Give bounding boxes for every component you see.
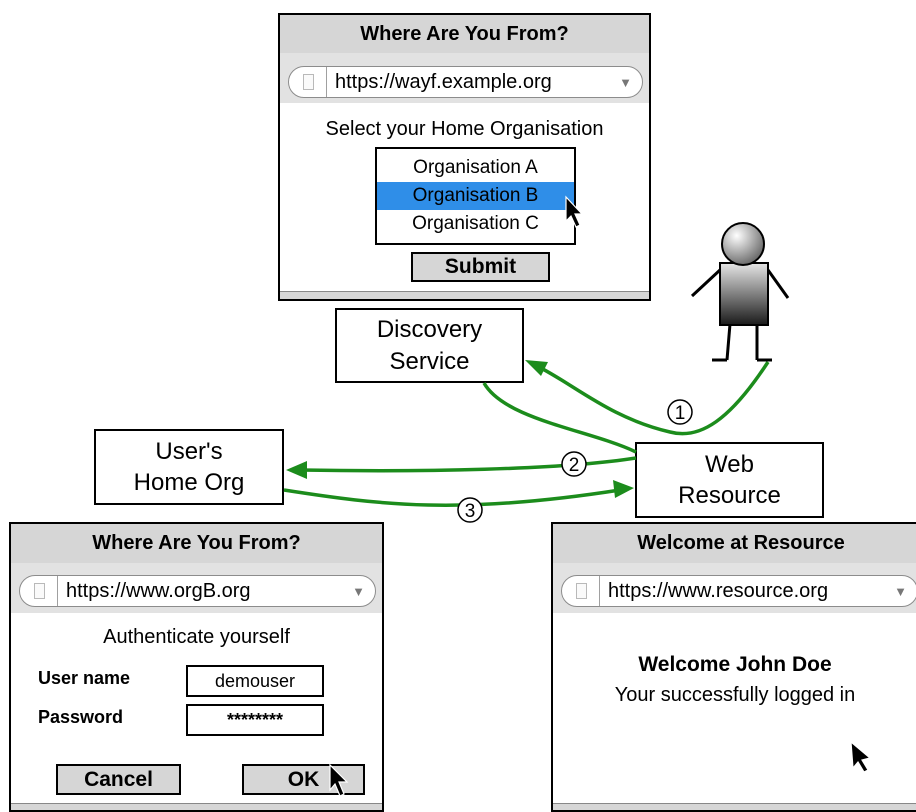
submit-button[interactable]: Submit — [411, 252, 550, 282]
svg-text:1: 1 — [675, 403, 686, 424]
organisation-option[interactable]: Organisation C — [412, 213, 539, 234]
discovery-service-node: Discovery Service — [335, 308, 524, 383]
home-org-node: User's Home Org — [94, 429, 284, 505]
password-label: Password — [38, 707, 124, 727]
home-org-address-field[interactable]: https://www.orgB.org ▼ — [19, 575, 376, 607]
home-org-line-2: Home Org — [133, 469, 245, 496]
discovery-address-field[interactable]: https://wayf.example.org ▼ — [288, 66, 643, 98]
step-marker-3: 3 — [457, 497, 483, 523]
chevron-down-icon[interactable]: ▼ — [352, 583, 365, 599]
discovery-service-line-2: Service — [389, 347, 470, 375]
page-icon — [20, 576, 58, 606]
page-icon — [289, 67, 327, 97]
discovery-url-text: https://wayf.example.org — [335, 70, 552, 93]
discovery-service-line-1: Discovery — [376, 316, 483, 344]
home-org-url-text: https://www.orgB.org — [66, 579, 251, 602]
cancel-button[interactable]: Cancel — [56, 764, 181, 795]
resource-url-bar: https://www.resource.org ▼ — [553, 563, 916, 613]
resource-address-field[interactable]: https://www.resource.org ▼ — [561, 575, 916, 607]
discovery-window: Where Are You From? https://wayf.example… — [278, 13, 651, 301]
chevron-down-icon[interactable]: ▼ — [894, 583, 907, 599]
user-icon — [690, 222, 790, 362]
discovery-url-bar: https://wayf.example.org ▼ — [280, 53, 649, 103]
resource-url-text: https://www.resource.org — [608, 579, 829, 602]
arrow-home-org-to-resource — [283, 488, 621, 507]
page-icon — [562, 576, 600, 606]
web-resource-line-2: Resource — [678, 482, 781, 509]
arrowhead-discovery — [525, 360, 548, 376]
arrow-discovery-to-resource — [482, 382, 637, 454]
discovery-window-footer — [280, 291, 649, 299]
home-org-window-footer — [11, 803, 382, 810]
home-org-window-title: Where Are You From? — [11, 524, 382, 563]
organisation-option-selected[interactable]: Organisation B — [377, 182, 574, 210]
authenticate-prompt: Authenticate yourself — [103, 626, 290, 648]
chevron-down-icon[interactable]: ▼ — [619, 74, 632, 90]
password-field[interactable]: ******** — [186, 704, 324, 736]
web-resource-node: Web Resource — [635, 442, 824, 518]
arrow-resource-to-home-org — [299, 456, 637, 473]
username-field[interactable]: demouser — [186, 665, 324, 697]
username-label: User name — [38, 668, 131, 688]
svg-text:3: 3 — [465, 501, 476, 522]
welcome-heading: Welcome John Doe — [638, 653, 832, 676]
resource-window-footer — [553, 803, 916, 810]
organisation-option[interactable]: Organisation A — [413, 157, 538, 178]
discovery-prompt: Select your Home Organisation — [325, 118, 604, 140]
home-org-line-1: User's — [155, 437, 223, 465]
home-org-url-bar: https://www.orgB.org ▼ — [11, 563, 382, 613]
arrowhead-home-org — [286, 461, 307, 479]
step-marker-2: 2 — [561, 451, 587, 477]
welcome-message: Your successfully logged in — [614, 684, 856, 706]
arrowhead-resource — [613, 480, 634, 498]
resource-window: Welcome at Resource https://www.resource… — [551, 522, 916, 812]
web-resource-line-1: Web — [705, 450, 754, 478]
discovery-window-title: Where Are You From? — [280, 15, 649, 53]
arrow-user-to-discovery — [536, 361, 770, 436]
home-org-window: Where Are You From? https://www.orgB.org… — [9, 522, 384, 812]
svg-text:2: 2 — [569, 455, 580, 476]
step-marker-1: 1 — [667, 399, 693, 425]
resource-window-title: Welcome at Resource — [553, 524, 916, 563]
ok-button[interactable]: OK — [242, 764, 365, 795]
organisation-listbox[interactable]: Organisation A Organisation B Organisati… — [375, 147, 576, 245]
